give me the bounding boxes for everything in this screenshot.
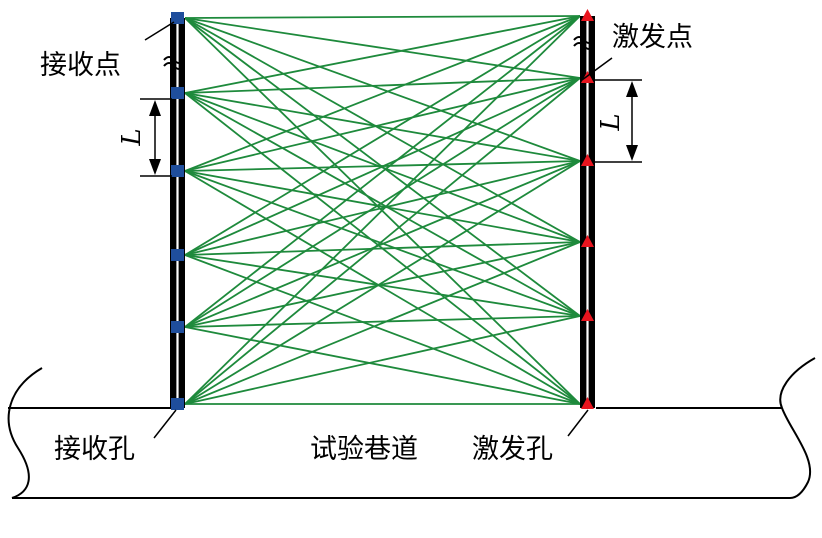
ray-path-r3-s6 (184, 170, 581, 405)
leader-source-hole (567, 409, 589, 437)
ray-path-r6-s4 (184, 241, 581, 405)
source-borehole (573, 16, 595, 408)
test-tunnel (7, 357, 816, 499)
receiver-point-marker-4 (171, 249, 184, 261)
dim-right-arrow-down (626, 145, 638, 161)
receiver-borehole-break (163, 62, 185, 70)
leader-receiver-point (144, 21, 175, 41)
source-borehole-break-2 (573, 36, 595, 44)
ray-path-r2-s5 (184, 92, 581, 317)
receiver-point-marker-6 (171, 398, 184, 410)
ray-path-r2-s2 (184, 77, 581, 94)
source-hole-label: 激发孔 (472, 434, 553, 465)
source-borehole-break (573, 42, 595, 50)
receiver-hole-label: 接收孔 (54, 434, 135, 465)
source-point-marker-6 (581, 397, 594, 409)
ray-path-r5-s1 (184, 15, 581, 328)
tunnel-left-break (7, 367, 43, 499)
leader-receiver-hole (153, 409, 177, 439)
ray-path-r4-s4 (184, 241, 581, 256)
receiver-borehole (163, 18, 185, 408)
tunnel-label: 试验巷道 (310, 434, 418, 465)
source-point-marker-3 (581, 154, 594, 166)
ray-path-r6-s2 (184, 77, 581, 405)
ray-path-r1-s4 (184, 17, 581, 243)
source-points (581, 9, 594, 409)
dim-left-arrow-up (149, 100, 161, 116)
ray-path-r4-s6 (184, 254, 581, 405)
receiver-point-marker-5 (171, 321, 184, 333)
source-point-marker-1 (581, 9, 594, 21)
spacing-dimension-left: L (117, 98, 172, 177)
ray-path-r2-s3 (184, 92, 581, 162)
source-point-label: 激发点 (612, 22, 693, 53)
dim-right-arrow-up (626, 81, 638, 97)
ray-paths (184, 15, 581, 405)
dim-left-label: L (117, 128, 147, 146)
ray-path-r1-s1 (184, 15, 581, 19)
ray-path-r5-s3 (184, 160, 581, 328)
ray-path-r5-s2 (184, 77, 581, 328)
ray-path-r4-s1 (184, 15, 581, 256)
ray-path-r3-s2 (184, 77, 581, 172)
tunnel-right-break (779, 357, 816, 499)
ray-path-r2-s1 (184, 15, 581, 94)
ray-path-r4-s5 (184, 254, 581, 317)
ray-path-r1-s3 (184, 17, 581, 162)
receiver-points (171, 12, 184, 410)
dim-left-arrow-down (149, 159, 161, 175)
source-point-marker-5 (581, 309, 594, 321)
dim-right-label: L (596, 113, 626, 131)
source-point-marker-4 (581, 235, 594, 247)
ray-path-r3-s4 (184, 170, 581, 243)
spacing-dimension-right: L (595, 79, 642, 163)
ray-path-r5-s4 (184, 241, 581, 328)
ray-path-r5-s6 (184, 326, 581, 405)
receiver-point-marker-1 (171, 12, 184, 24)
receiver-point-marker-3 (171, 165, 184, 177)
ray-path-r6-s5 (184, 315, 581, 405)
ray-path-r2-s4 (184, 92, 581, 243)
leader-source-point (581, 57, 613, 81)
receiver-borehole-break-2 (163, 56, 185, 64)
source-point-marker-2 (581, 71, 594, 83)
receiver-point-marker-2 (171, 87, 184, 99)
ray-path-r4-s3 (184, 160, 581, 256)
ray-path-r5-s5 (184, 315, 581, 328)
ray-path-r3-s1 (184, 15, 581, 172)
ray-path-r6-s1 (184, 15, 581, 405)
receiver-point-label: 接收点 (40, 50, 121, 81)
ray-path-r6-s3 (184, 160, 581, 405)
ray-path-r4-s2 (184, 77, 581, 256)
